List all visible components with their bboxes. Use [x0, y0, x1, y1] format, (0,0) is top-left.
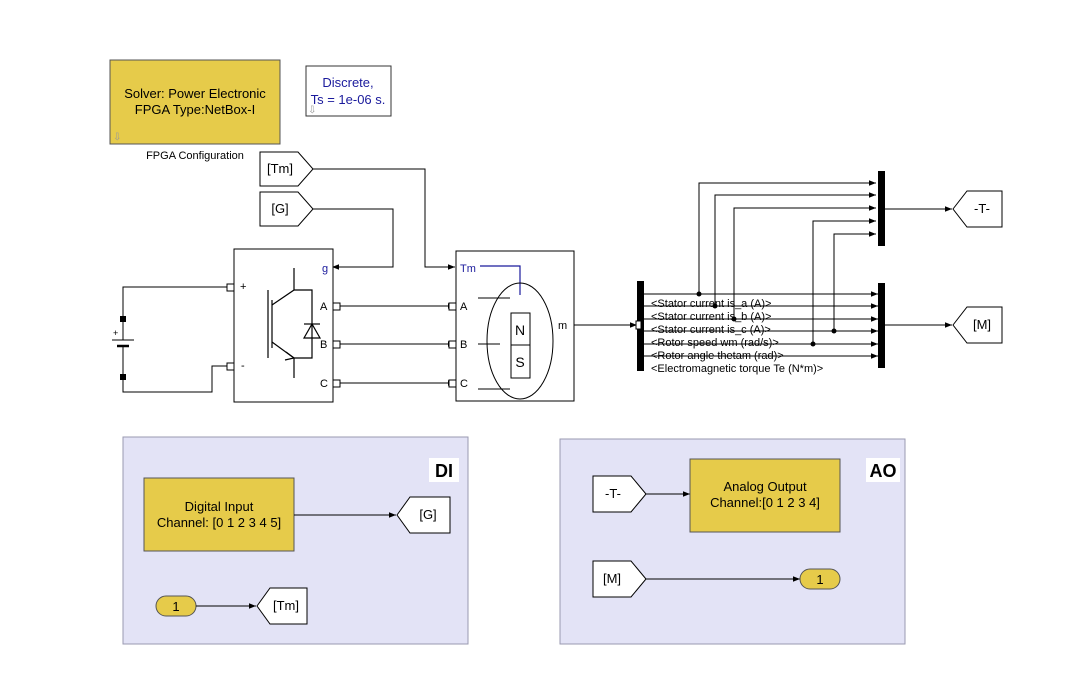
- from-tm-label: [Tm]: [267, 161, 293, 176]
- digital-input-line2: Channel: [0 1 2 3 4 5]: [157, 515, 281, 530]
- goto-m-tag[interactable]: [M]: [952, 306, 1003, 344]
- igbt-icon: [267, 268, 322, 378]
- inverter-port-c: C: [320, 378, 328, 390]
- inverter-port-minus: -: [241, 360, 245, 372]
- analog-output-line2: Channel:[0 1 2 3 4]: [710, 495, 820, 510]
- solver-line1: Solver: Power Electronic: [124, 86, 266, 101]
- inverter-port-b: B: [320, 339, 327, 351]
- machine-port-tm: Tm: [460, 263, 476, 275]
- from-g-tag[interactable]: [G]: [259, 191, 314, 227]
- signal-label: <Stator current is_a (A)>: [651, 298, 771, 310]
- goto-tm-tag[interactable]: [Tm]: [256, 587, 308, 625]
- goto-t-tag[interactable]: -T-: [952, 190, 1003, 228]
- signal-label: <Rotor angle thetam (rad)>: [651, 350, 784, 362]
- mux-top-block[interactable]: [878, 171, 885, 246]
- outport-1[interactable]: 1: [799, 568, 841, 590]
- outport-label: 1: [816, 572, 823, 587]
- mux-bottom-block[interactable]: [878, 283, 885, 368]
- goto-m-label: [M]: [973, 317, 991, 332]
- machine-port-c: C: [460, 378, 468, 390]
- di-panel-label: DI: [435, 461, 453, 481]
- inport-label: 1: [172, 599, 179, 614]
- digital-input-line1: Digital Input: [185, 499, 254, 514]
- machine-port-a: A: [460, 301, 468, 313]
- goto-tm-label: [Tm]: [273, 598, 299, 613]
- goto-g-tag[interactable]: [G]: [396, 496, 451, 534]
- machine-port-b: B: [460, 339, 467, 351]
- machine-port-m: m: [558, 320, 567, 332]
- from-t-tag[interactable]: -T-: [592, 475, 647, 513]
- fpga-solver-block[interactable]: Solver: Power Electronic FPGA Type:NetBo…: [109, 59, 281, 145]
- inverter-port-g: g: [322, 263, 328, 275]
- from-tm-tag[interactable]: [Tm]: [259, 151, 314, 187]
- inverter-port-plus: +: [240, 281, 246, 293]
- from-t-label: -T-: [605, 486, 621, 501]
- inport-1[interactable]: 1: [155, 595, 197, 617]
- signal-label: <Stator current is_c (A)>: [651, 324, 771, 336]
- powergui-block[interactable]: Discrete, Ts = 1e-06 s. ⇩: [305, 65, 392, 117]
- pm-synchronous-machine-block[interactable]: Tm A B C m N S: [448, 250, 575, 402]
- powergui-line1: Discrete,: [322, 75, 373, 90]
- corner-arrow-icon: ⇩: [308, 105, 316, 116]
- signal-label: <Electromagnetic torque Te (N*m)>: [651, 363, 823, 375]
- from-g-label: [G]: [271, 201, 288, 216]
- signal-label: <Stator current is_b (A)>: [651, 311, 771, 323]
- solver-line2: FPGA Type:NetBox-I: [135, 102, 255, 117]
- wire-tm: [313, 168, 455, 270]
- analog-output-line1: Analog Output: [723, 479, 807, 494]
- from-m-label: [M]: [603, 571, 621, 586]
- bus-selector-block[interactable]: [635, 281, 644, 371]
- pole-s-label: S: [515, 354, 524, 370]
- digital-input-block[interactable]: Digital Input Channel: [0 1 2 3 4 5]: [143, 477, 295, 552]
- ao-panel-label: AO: [870, 461, 897, 481]
- analog-output-block[interactable]: Analog Output Channel:[0 1 2 3 4]: [689, 458, 841, 533]
- bus-signal-labels: <Stator current is_a (A)> <Stator curren…: [651, 298, 823, 375]
- wire-g: [313, 208, 394, 270]
- bus-signal-lines: [644, 291, 878, 359]
- inverter-block[interactable]: g + - A B C: [226, 248, 341, 403]
- dc-voltage-source[interactable]: +: [112, 286, 230, 393]
- from-m-tag[interactable]: [M]: [592, 560, 647, 598]
- solver-caption: FPGA Configuration: [146, 150, 244, 162]
- signal-label: <Rotor speed wm (rad/s)>: [651, 337, 779, 349]
- tap-lines: [696, 180, 876, 347]
- goto-g-label: [G]: [419, 507, 436, 522]
- pole-n-label: N: [515, 322, 525, 338]
- goto-t-label: -T-: [974, 201, 990, 216]
- svg-text:+: +: [113, 328, 118, 338]
- powergui-line2: Ts = 1e-06 s.: [311, 92, 386, 107]
- inverter-port-a: A: [320, 301, 328, 313]
- corner-arrow-icon: ⇩: [113, 132, 121, 143]
